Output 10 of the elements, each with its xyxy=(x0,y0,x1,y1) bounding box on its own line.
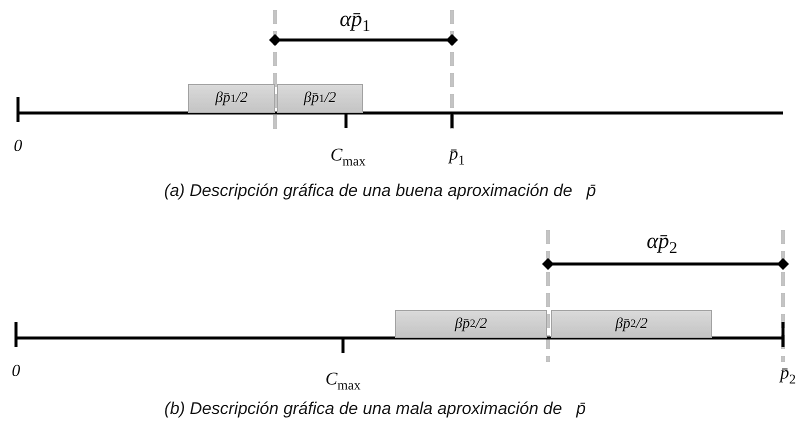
interval-label: αp̄$_{2}$ xyxy=(646,228,678,258)
caption: (a) Descripción gráfica de una buena aproximación de p̄ xyxy=(164,181,596,201)
tick-label: C$_{max}$ xyxy=(325,368,361,394)
tick-label: C$_{max}$ xyxy=(330,144,366,170)
caption: (b) Descripción gráfica de una mala aproximación de p̄ xyxy=(164,399,586,419)
tick-label: p̄$_{1}$ xyxy=(449,144,465,168)
tick-label: p̄$_{2}$ xyxy=(780,362,796,388)
interval-label: αp̄$_{1}$ xyxy=(340,6,370,36)
tick-label: 0 xyxy=(12,361,20,381)
tick-label: 0 xyxy=(14,136,22,156)
